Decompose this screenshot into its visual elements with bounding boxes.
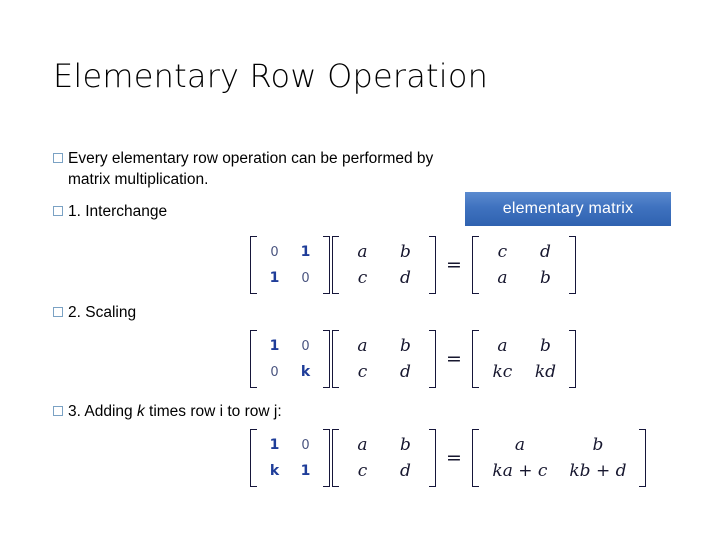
matrix-cell: 1 [269, 338, 280, 354]
equation-scaling: 1 0 0 k a b c d = a b kc [249, 330, 577, 388]
matrix-cell: kd [534, 362, 557, 382]
matrix-cell: k [269, 463, 280, 479]
matrix-cell: k [300, 364, 311, 380]
matrix-row: a b [481, 265, 567, 291]
matrix-cell: a [514, 435, 525, 455]
matrix-row: c d [341, 359, 427, 385]
matrix-cell: 0 [301, 271, 310, 286]
matrix-cell: d [400, 362, 411, 382]
matrix-row: 1 0 [259, 333, 321, 359]
list-item-adding[interactable]: 3. Adding k times row i to row j: [53, 401, 573, 422]
matrix-cell: d [539, 242, 551, 262]
callout-label: elementary matrix [502, 200, 634, 217]
matrix-cell: c [497, 242, 508, 262]
adding-text-post: times row i to row j: [144, 403, 282, 420]
callout-elementary-matrix[interactable]: elementary matrix [465, 192, 671, 226]
matrix-cell: b [400, 242, 411, 262]
equation-interchange: 0 1 1 0 a b c d = c d a [249, 236, 577, 294]
matrix-cell: a [497, 268, 508, 288]
operand-matrix-2: a b c d [332, 330, 436, 388]
bullet-list: Every elementary row operation can be pe… [53, 148, 573, 422]
matrix-row: c d [341, 265, 427, 291]
adding-text-pre: 3. Adding [68, 403, 137, 420]
matrix-row: 0 k [259, 359, 321, 385]
matrix-row: a b [341, 239, 427, 265]
bullet-line-2: matrix multiplication. [68, 171, 209, 188]
equals-sign: = [446, 254, 462, 276]
result-matrix-3: a b ka + c kb + d [471, 429, 646, 487]
matrix-cell: ka + c [492, 461, 548, 481]
matrix-cell: 1 [300, 244, 311, 260]
elementary-matrix-3: 1 0 k 1 [250, 429, 330, 487]
square-bullet-icon [53, 206, 63, 216]
matrix-cell: b [592, 435, 604, 455]
matrix-row: a b [341, 432, 427, 458]
matrix-cell: 1 [300, 463, 311, 479]
matrix-cell: b [539, 336, 551, 356]
matrix-row: 1 0 [259, 265, 321, 291]
page-title: Elementary Row Operation [53, 57, 489, 95]
equals-sign: = [446, 348, 462, 370]
matrix-cell: 0 [301, 438, 310, 453]
result-matrix-2: a b kc kd [471, 330, 576, 388]
matrix-cell: c [357, 268, 368, 288]
matrix-cell: a [357, 242, 368, 262]
list-item-scaling[interactable]: 2. Scaling [53, 302, 573, 323]
equation-add-multiple: 1 0 k 1 a b c d = a b ka + [249, 429, 647, 487]
matrix-row: k 1 [259, 458, 321, 484]
matrix-row: a b [481, 432, 637, 458]
equals-sign: = [446, 447, 462, 469]
matrix-cell: 0 [301, 339, 310, 354]
matrix-cell: kb + d [569, 461, 627, 481]
matrix-cell: b [539, 268, 551, 288]
list-item-interchange[interactable]: 1. Interchange [53, 201, 573, 222]
operand-matrix-3: a b c d [332, 429, 436, 487]
elementary-matrix-1: 0 1 1 0 [250, 236, 330, 294]
list-item-label: Every elementary row operation can be pe… [68, 148, 573, 190]
operand-matrix-1: a b c d [332, 236, 436, 294]
matrix-cell: kc [492, 362, 513, 382]
bullet-line-1: Every elementary row operation can be pe… [68, 150, 434, 167]
matrix-cell: c [357, 461, 368, 481]
matrix-row: a b [341, 333, 427, 359]
square-bullet-icon [53, 406, 63, 416]
square-bullet-icon [53, 307, 63, 317]
matrix-row: kc kd [481, 359, 567, 385]
elementary-matrix-2: 1 0 0 k [250, 330, 330, 388]
matrix-row: a b [481, 333, 567, 359]
result-matrix-1: c d a b [471, 236, 576, 294]
matrix-cell: b [400, 435, 411, 455]
adding-text-italic-k: k [136, 403, 145, 420]
matrix-cell: b [400, 336, 411, 356]
matrix-cell: d [400, 268, 411, 288]
matrix-cell: 1 [269, 437, 280, 453]
list-item-label: 1. Interchange [68, 203, 168, 220]
matrix-cell: 0 [270, 365, 279, 380]
list-item[interactable]: Every elementary row operation can be pe… [53, 148, 573, 190]
matrix-cell: c [357, 362, 368, 382]
matrix-row: 0 1 [259, 239, 321, 265]
matrix-cell: a [357, 435, 368, 455]
matrix-cell: 1 [269, 270, 280, 286]
matrix-cell: 0 [270, 245, 279, 260]
list-item-label: 3. Adding k times row i to row j: [68, 401, 573, 422]
matrix-cell: d [400, 461, 411, 481]
matrix-row: c d [481, 239, 567, 265]
matrix-cell: a [357, 336, 368, 356]
matrix-row: c d [341, 458, 427, 484]
matrix-row: 1 0 [259, 432, 321, 458]
matrix-row: ka + c kb + d [481, 458, 637, 484]
square-bullet-icon [53, 153, 63, 163]
list-item-label: 2. Scaling [68, 304, 137, 321]
matrix-cell: a [497, 336, 508, 356]
